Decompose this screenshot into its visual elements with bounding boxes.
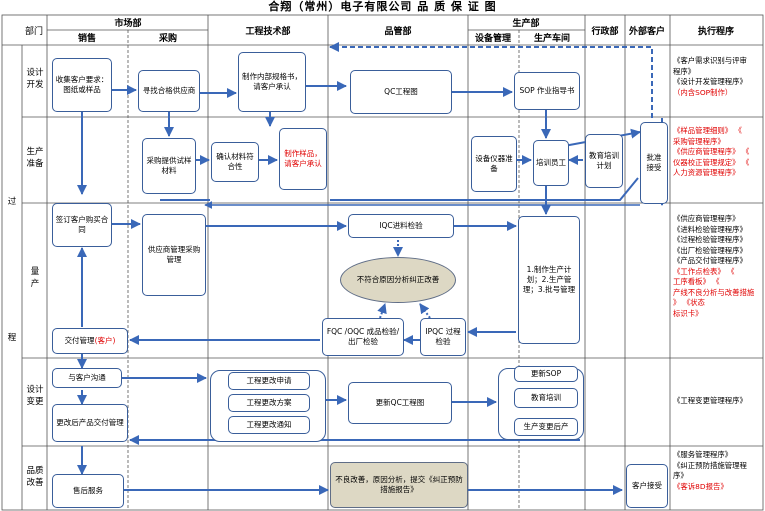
node-defect-improve: 不良改善，原因分析，提交《纠正预防措施报告》 — [330, 462, 468, 508]
procedure-item: 标识卡》 — [673, 308, 703, 318]
stage-change-line1: 设计 — [26, 385, 44, 395]
node-internal-spec: 制作内部规格书，请客户承认 — [238, 52, 306, 112]
header-dept: 部门 — [25, 25, 43, 37]
stage-improve: 品质 改善 — [24, 465, 46, 489]
node-update-qc: 更新QC工程图 — [348, 382, 452, 424]
node-production-plan: 1.制作生产计划；2.生产管理；3.批号管理 — [518, 216, 580, 344]
procedure-item: 《进料检验管理程序》 — [673, 224, 747, 234]
stage-change-line2: 变更 — [26, 397, 44, 407]
node-collect-requirements: 收集客户要求：图纸或样品 — [52, 58, 112, 112]
node-equipment-prep: 设备仪器准备 — [471, 136, 517, 192]
stage-improve-line2: 改善 — [26, 478, 44, 488]
stage-prep: 生产 准备 — [24, 146, 46, 170]
node-eng-change-notice: 工程更改通知 — [228, 416, 310, 434]
node-after-sales: 售后服务 — [52, 474, 124, 508]
node-qc-chart: QC工程图 — [350, 70, 452, 114]
node-sop: SOP 作业指导书 — [514, 72, 580, 110]
procedure-item: 采购管理程序》 — [673, 136, 725, 146]
procedures-change: 《工程变更管理程序》 — [673, 396, 747, 407]
stage-design-line2: 开发 — [26, 80, 44, 90]
procedure-item: 仪器校正管理规定》 《 — [673, 157, 750, 167]
stage-design-line1: 设计 — [26, 68, 44, 78]
node-ipqc: IPQC 过程检验 — [420, 318, 466, 356]
header-procedures: 执行程序 — [698, 25, 734, 37]
stage-prep-line2: 准备 — [26, 159, 44, 169]
procedure-item: 《服务管理程序》 — [673, 450, 733, 459]
procedure-item: 工序看板》 《 — [673, 277, 720, 286]
header-quality: 品管部 — [384, 25, 411, 37]
header-engineering: 工程技术部 — [245, 25, 290, 37]
procedure-item: 人力资源管理程序》 — [673, 168, 740, 177]
header-production: 生产部 — [512, 17, 539, 29]
node-confirm-material: 确认材料符合性 — [211, 142, 259, 182]
stage-mass-line2: 产 — [30, 279, 40, 289]
procedure-item: 《过程检验管理程序》 — [673, 235, 747, 244]
node-iqc: IQC进料检验 — [348, 214, 454, 238]
node-supplier-mgmt: 供应商管理采购管理 — [142, 214, 206, 296]
node-training-plan: 教育培训计划 — [585, 134, 623, 188]
node-train-staff: 培训员工 — [533, 140, 569, 186]
procedure-item: 《出厂检验管理程序》 — [673, 245, 747, 255]
header-admin: 行政部 — [590, 25, 618, 37]
node-make-sample: 制作样品，请客户承认 — [279, 128, 327, 190]
node-post-change-prod: 生产变更后产 — [514, 418, 578, 436]
process-label-2: 程 — [7, 333, 17, 343]
procedures-improve: 《服务管理程序》 《纠正预防措施管理程 序》 《客诉8D报告》 — [673, 450, 747, 492]
page-title: 合翔（常州）电子有限公司 品 质 保 证 图 — [268, 0, 497, 13]
procedure-item: 程序》 — [673, 66, 696, 76]
header-equipment: 设备管理 — [475, 32, 511, 44]
procedure-item: 《工程变更管理程序》 — [673, 396, 747, 405]
procedure-item: 《供应商管理程序》 《 — [673, 147, 750, 156]
stage-mass: 量 产 — [24, 266, 46, 290]
node-eng-change-request: 工程更改申请 — [228, 372, 310, 390]
node-find-supplier: 寻找合格供应商 — [138, 70, 200, 112]
procedure-item: 《样品管理细则》 《 — [673, 126, 742, 135]
node-update-sop: 更新SOP — [514, 366, 578, 382]
node-sign-contract: 签订客户购买合同 — [52, 203, 112, 247]
stage-design: 设计 开发 — [24, 67, 46, 91]
procedure-item: 《工作点检表》 《 — [673, 266, 735, 276]
stage-prep-line1: 生产 — [26, 147, 44, 157]
node-edu-training: 教育培训 — [514, 388, 578, 408]
stage-improve-line1: 品质 — [26, 466, 44, 476]
node-trial-material: 采购提供试样材料 — [142, 138, 196, 194]
node-delivery: 交付管理(客户) — [52, 328, 128, 354]
procedure-item: 《供应商管理程序》 — [673, 214, 740, 223]
node-changed-delivery: 更改后产品交付管理 — [52, 404, 128, 442]
procedure-item: 《客户需求识别与评审 — [673, 56, 747, 65]
procedure-item: 《设计开发管理程序》 — [673, 77, 747, 86]
procedures-prep: 《样品管理细则》 《 采购管理程序》 《供应商管理程序》 《 仪器校正管理规定》… — [673, 126, 749, 179]
procedures-mass: 《供应商管理程序》 《进料检验管理程序》 《过程检验管理程序》 《出厂检验管理程… — [673, 214, 754, 319]
node-customer-accept: 客户接受 — [626, 464, 668, 508]
node-delivery-label: 交付管理 — [64, 336, 95, 345]
procedure-item: 《产品交付管理程序》 — [673, 256, 747, 265]
header-workshop: 生产车间 — [534, 32, 570, 44]
node-fqc-oqc: FQC /OQC 成品检验/出厂检验 — [322, 318, 404, 356]
procedure-item: 《纠正预防措施管理程 — [673, 460, 747, 470]
flow-arrows — [77, 42, 667, 495]
process-label-1: 过 — [7, 197, 17, 207]
header-sales: 销售 — [78, 32, 96, 44]
node-delivery-customer: (客户) — [94, 336, 116, 345]
header-customer: 外部客户 — [628, 25, 665, 37]
stage-change: 设计 变更 — [24, 384, 46, 408]
procedure-item: 《客诉8D报告》 — [673, 481, 728, 491]
procedure-item: 》 《状态 — [673, 298, 705, 307]
node-eng-change-plan: 工程更改方案 — [228, 394, 310, 412]
node-customer-comm: 与客户沟通 — [52, 368, 122, 388]
stage-mass-line1: 量 — [30, 267, 40, 277]
header-marketing: 市场部 — [114, 17, 141, 29]
procedures-design: 《客户需求识别与评审 程序》 《设计开发管理程序》 （内含SOP制作） — [673, 56, 747, 98]
procedure-item: 产线不良分析与改善措施 — [673, 287, 755, 297]
node-nonconformity: 不符合原因分析纠正改善 — [340, 257, 456, 303]
header-purchasing: 采购 — [158, 32, 177, 44]
node-approve-accept: 批准接受 — [640, 122, 668, 204]
procedure-item: 序》 — [673, 471, 688, 480]
procedure-item: （内含SOP制作） — [673, 87, 733, 97]
